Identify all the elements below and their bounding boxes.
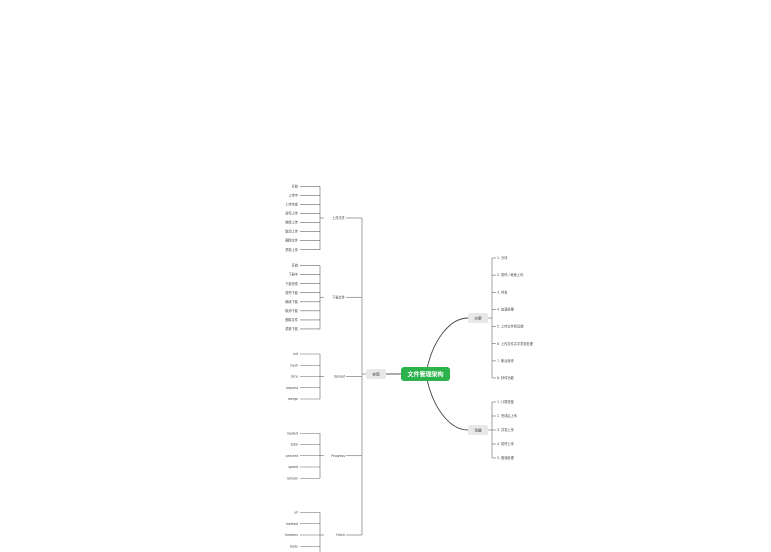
right-top-item[interactable]: 8. 秒传功能 [497, 375, 515, 380]
connector-root-right-top [425, 317, 469, 375]
left-item[interactable]: speed [288, 465, 298, 469]
left-item[interactable]: 取消下载 [285, 308, 299, 313]
right-top-item[interactable]: 1. 分块 [497, 255, 508, 260]
right-bottom-node[interactable] [468, 425, 488, 435]
left-item[interactable]: body [290, 544, 298, 548]
right-top-item[interactable]: 6. 上传文件名字重复处理 [497, 341, 534, 346]
left-item[interactable]: hash [290, 363, 298, 367]
left-item[interactable]: headers [285, 533, 298, 537]
right-bottom-item[interactable]: 3. 并发上传 [497, 427, 515, 432]
root-node[interactable] [401, 367, 450, 381]
right-top-item[interactable]: 7. 断点续传 [497, 358, 515, 363]
left-item[interactable]: 开始 [292, 183, 299, 188]
left-item[interactable]: 继续上传 [285, 220, 299, 225]
left-item[interactable]: 重新下载 [285, 326, 299, 331]
left-item[interactable]: 重新上传 [285, 247, 299, 252]
right-top-item[interactable]: 2. 暂停 / 继续上传 [497, 272, 524, 277]
left-item[interactable]: method [286, 522, 298, 526]
left-item[interactable]: 开始 [292, 263, 299, 268]
right-top-label: 方案 [474, 316, 482, 321]
right-top-node[interactable] [468, 313, 488, 323]
left-item[interactable]: loaded [287, 431, 298, 435]
right-top-item[interactable]: 3. 并发 [497, 289, 508, 294]
right-bottom-item[interactable]: 1. 计算进度 [497, 399, 515, 404]
left-main-node[interactable] [366, 369, 386, 379]
right-bottom-item[interactable]: 5. 错误处理 [497, 455, 515, 460]
right-top-item[interactable]: 4. 加速效果 [497, 307, 515, 312]
left-item[interactable]: 暂停上传 [285, 211, 299, 216]
left-item[interactable]: 删除文件 [285, 317, 299, 322]
left-item[interactable]: 取消上传 [285, 229, 299, 234]
left-item[interactable]: percent [286, 454, 299, 458]
left-item[interactable]: 继续下载 [285, 299, 299, 304]
left-item[interactable]: 删除文件 [285, 238, 299, 243]
left-item[interactable]: merge [288, 397, 298, 401]
right-bottom-item[interactable]: 4. 暂停上传 [497, 441, 515, 446]
right-top-items: 1. 分块 2. 暂停 / 继续上传 3. 并发 4. 加速效果 5. 上传文件到后端 6… [492, 255, 534, 380]
left-item[interactable]: 下载中 [288, 272, 298, 277]
left-item[interactable]: request [286, 386, 299, 390]
left-group-label[interactable]: Fetch [336, 533, 345, 537]
left-item[interactable]: init [293, 352, 299, 356]
left-item[interactable]: 下载完成 [285, 281, 299, 286]
connector-root-right-bottom [425, 373, 469, 431]
left-item[interactable]: total [291, 443, 298, 447]
left-item[interactable]: slice [291, 375, 298, 379]
left-main-label: 实现 [372, 372, 380, 377]
left-item[interactable]: url [294, 511, 298, 515]
left-item[interactable]: remain [287, 476, 298, 480]
left-item[interactable]: 上传中 [288, 192, 298, 197]
left-group-label[interactable]: 上传文件 [332, 215, 346, 220]
left-item[interactable]: 上传完成 [285, 202, 299, 207]
left-item[interactable]: 暂停下载 [285, 290, 299, 295]
left-group-label[interactable]: 下载文件 [332, 294, 346, 299]
right-bottom-label: 功能 [474, 428, 482, 433]
right-top-item[interactable]: 5. 上传文件到后端 [497, 324, 524, 329]
left-group-label[interactable]: Upload [334, 375, 345, 379]
left-items: 上传文件开始上传中上传完成暂停上传继续上传取消上传删除文件重新上传下载文件开始下… [285, 183, 362, 552]
right-bottom-items: 1. 计算进度 2. 完成后上传 3. 并发上传 4. 暂停上传 5. 错误处理 [492, 399, 518, 460]
right-bottom-item[interactable]: 2. 完成后上传 [497, 413, 518, 418]
root-label: 文件管理架构 [406, 371, 443, 379]
left-group-label[interactable]: Progress [331, 454, 345, 458]
